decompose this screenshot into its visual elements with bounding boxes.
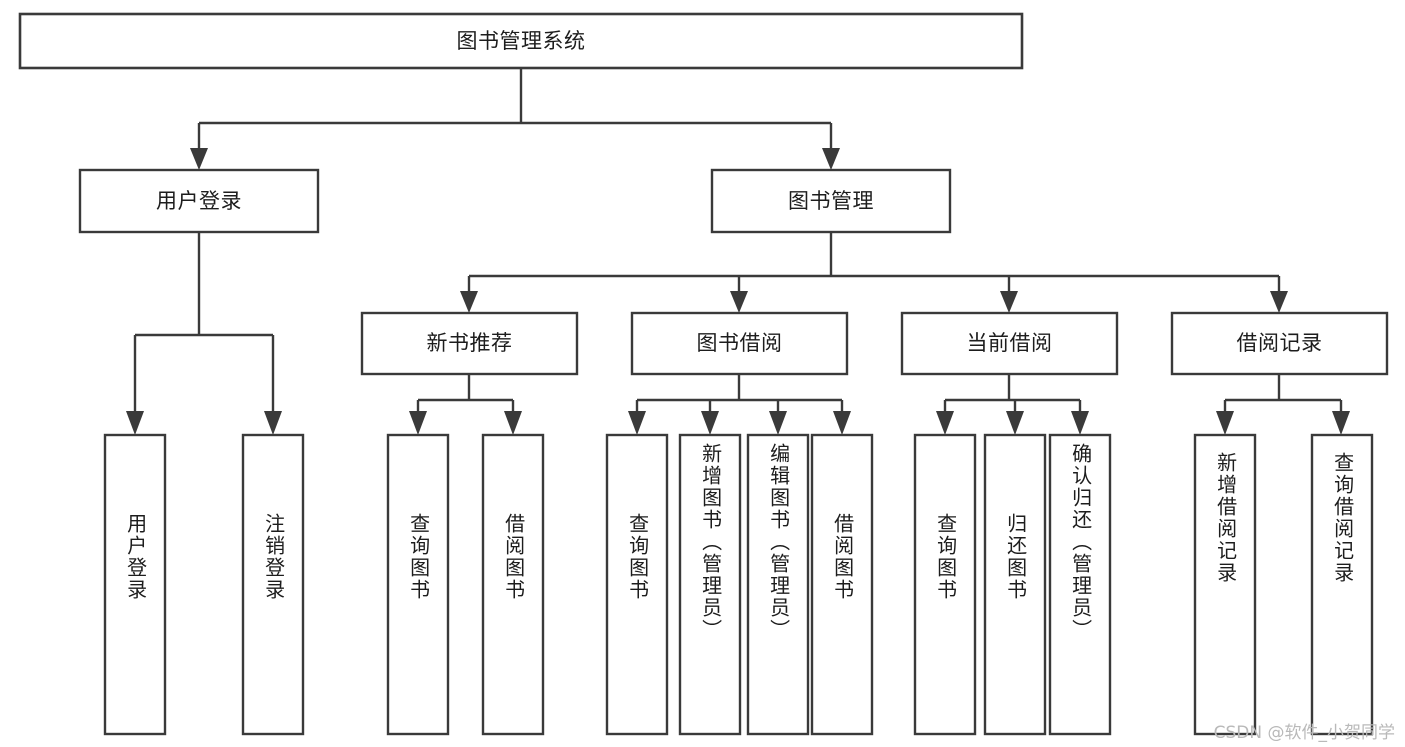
arrowhead-book-manage bbox=[822, 148, 840, 170]
connectors-current-borrow-to-leaves bbox=[936, 374, 1089, 435]
node-box-leaf-cb-return[interactable] bbox=[983, 433, 1047, 736]
node-box-leaf-bb-add[interactable] bbox=[678, 433, 742, 736]
connectors-user-login-to-leaves bbox=[126, 232, 282, 435]
node-box-borrow-record[interactable] bbox=[1170, 311, 1389, 376]
arrowhead-br-leaf-2 bbox=[1332, 411, 1350, 435]
arrowhead-bb-leaf-4 bbox=[833, 411, 851, 435]
arrowhead-cb-leaf-2 bbox=[1006, 411, 1024, 435]
connectors-book-borrow-to-leaves bbox=[628, 374, 851, 435]
node-box-new-book-recommend[interactable] bbox=[360, 311, 579, 376]
node-box-leaf-br-query[interactable] bbox=[1310, 433, 1374, 736]
node-box-leaf-br-add[interactable] bbox=[1193, 433, 1257, 736]
node-box-leaf-bb-query[interactable] bbox=[605, 433, 669, 736]
connectors-book-manage-to-level3 bbox=[460, 232, 1288, 313]
node-box-leaf-bb-borrow[interactable] bbox=[810, 433, 874, 736]
arrowhead-user-login bbox=[190, 148, 208, 170]
node-box-leaf-logout[interactable] bbox=[241, 433, 305, 736]
watermark-text: CSDN @软件_小贺同学 bbox=[1213, 723, 1395, 743]
arrowhead-book-borrow bbox=[730, 291, 748, 313]
arrowhead-borrow-record bbox=[1270, 291, 1288, 313]
node-box-book-manage[interactable] bbox=[710, 168, 952, 234]
connectors-new-book-to-leaves bbox=[409, 374, 522, 435]
arrowhead-bb-leaf-3 bbox=[769, 411, 787, 435]
node-box-leaf-cb-confirm[interactable] bbox=[1048, 433, 1112, 736]
node-box-book-borrow[interactable] bbox=[630, 311, 849, 376]
node-box-current-borrow[interactable] bbox=[900, 311, 1119, 376]
node-box-leaf-nb-borrow[interactable] bbox=[481, 433, 545, 736]
node-box-leaf-nb-query[interactable] bbox=[386, 433, 450, 736]
node-box-user-login[interactable] bbox=[78, 168, 320, 234]
arrowhead-bb-leaf-2 bbox=[701, 411, 719, 435]
arrowhead-nb-leaf-1 bbox=[409, 411, 427, 435]
arrowhead-new-book bbox=[460, 291, 478, 313]
node-box-leaf-cb-query[interactable] bbox=[913, 433, 977, 736]
arrowhead-nb-leaf-2 bbox=[504, 411, 522, 435]
arrowhead-br-leaf-1 bbox=[1216, 411, 1234, 435]
node-box-leaf-user-login[interactable] bbox=[103, 433, 167, 736]
arrowhead-current-borrow bbox=[1000, 291, 1018, 313]
connectors-borrow-record-to-leaves bbox=[1216, 374, 1350, 435]
arrowhead-leaf-logout bbox=[264, 411, 282, 435]
connectors-root-to-level2 bbox=[190, 68, 840, 170]
arrowhead-leaf-user-login bbox=[126, 411, 144, 435]
node-box-root[interactable] bbox=[18, 12, 1024, 70]
arrowhead-bb-leaf-1 bbox=[628, 411, 646, 435]
arrowhead-cb-leaf-3 bbox=[1071, 411, 1089, 435]
arrowhead-cb-leaf-1 bbox=[936, 411, 954, 435]
node-box-leaf-bb-edit[interactable] bbox=[746, 433, 810, 736]
